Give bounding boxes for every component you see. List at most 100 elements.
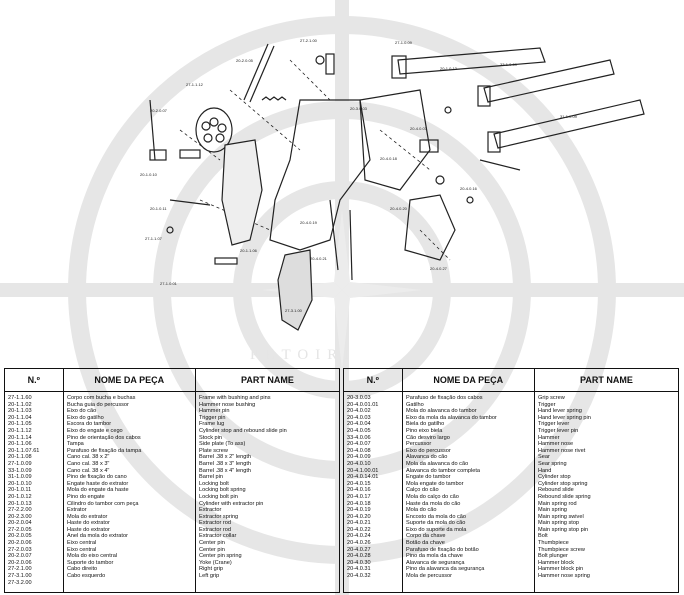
table-cell: 20-1.0.12 [8,493,32,500]
svg-text:20-3.0.03: 20-3.0.03 [350,106,368,111]
table-cell: 20-2.0.06 [8,540,32,547]
table-cell: Cão desviro largo [406,434,450,441]
svg-text:20-4.0.19: 20-4.0.19 [300,220,318,225]
table-cell: 20-1.1.14 [8,434,32,441]
table-cell: 20-4.0.17 [347,493,371,500]
svg-text:27-1.1.12: 27-1.1.12 [186,82,204,87]
svg-text:20-2.0.05: 20-2.0.05 [236,58,254,63]
table-cell: 20-2.3.00 [8,513,32,520]
table-cell: Eixo central [67,546,97,553]
table-cell: Hammer nose bushing [199,401,256,408]
svg-text:20-4.0.16: 20-4.0.16 [460,186,478,191]
table-cell: 20-4.1.00.01 [347,467,379,474]
table-cell: 20-2.0.04 [8,520,32,527]
table-cell: Trigger lever pin [538,427,579,434]
table-cell: 20-1.1.05 [8,421,32,428]
table-cell: Parafuso de fixação dos cabos [406,395,483,401]
table-cell: Bolt [538,533,548,540]
table-cell: Suporte da mola do cão [406,520,466,527]
table-cell: Eixo do engate e cego [67,427,123,434]
table-cell: 20-4.0.28 [347,553,371,560]
svg-text:20-1.0.12: 20-1.0.12 [440,66,458,71]
table-cell: Mola da alavanca do cão [406,460,469,467]
table-cell: Barrel .38 x 4" length [199,467,252,474]
table-cell: 20-4.0.32 [347,573,371,580]
svg-text:31-1.0.09: 31-1.0.09 [560,114,578,119]
table-cell: Hammer block [538,559,575,566]
table-cell: Stock pin [199,434,223,441]
table-cell: Tampa [67,441,84,448]
table-cell: Hammer nose spring [538,573,590,580]
table-cell: Mola do eixo central [67,553,118,560]
table-cell: 20-1.1.02 [8,401,32,408]
table-cell: Alavanca do cão [406,454,448,461]
table-cell: Trigger lever [538,421,570,428]
table-cell: 20-1.1.04 [8,414,32,421]
table-cell: Hand lever spring pin [538,414,591,421]
svg-text:20-1.0.10: 20-1.0.10 [140,172,158,177]
table-cell: 33-4.0.06 [347,434,371,441]
table-cell: Cylinder with extractor pin [199,500,264,507]
table-cell [199,580,337,587]
table-cell: Eixo da mola da alavanca do tambor [406,414,497,421]
table-cell: Parafuso de fixação da tampa [67,447,142,454]
table-cell: 20-4.0.02 [347,408,371,415]
table-cell: Mola do alavanca do tambor [406,408,477,415]
table-cell: 33-1.0.09 [8,467,32,474]
table-cell: Cabo esquerdo [67,573,106,580]
table-cell: 20-2.0.05 [8,533,32,540]
table-cell: Pino do engate [67,493,105,500]
table-cell: 20-2.0.06 [8,559,32,566]
col-header-number: N.º [27,375,40,385]
parts-table-right-header: N.º NOME DA PEÇA PART NAME [344,369,678,392]
table-cell: Side plate (To ass) [199,441,246,448]
table-cell: 20-4.0.04 [347,421,371,428]
table-cell: 20-1.1.06 [8,441,32,448]
table-cell: 20-1.1.08 [8,454,32,461]
table-cell: 20-4.0.21 [347,520,371,527]
table-cell: Alavanca de segurança [406,559,465,566]
table-cell: 20-4.0.15 [347,480,371,487]
table-cell: Center pin spring [199,553,242,560]
table-cell: Cylinder stop [538,474,571,481]
table-cell: Hand lever spring [538,408,582,415]
table-cell: Hammer block pin [538,566,584,573]
table-cell: Pino de fixação do cano [67,474,127,481]
table-cell: Main spring [538,507,567,514]
col-header-name-pt: NOME DA PEÇA [62,369,195,391]
table-cell: 20-4.0.18 [347,500,371,507]
table-cell: 20-4.0.19 [347,507,371,514]
table-cell: Extrator [67,507,87,514]
table-cell: Engate do tambor [406,474,451,481]
svg-text:20-2.0.07: 20-2.0.07 [150,108,168,113]
table-cell: 20-4.0.20 [347,513,371,520]
table-cell: Corpo com bucha e buchas [67,395,136,401]
table-cell: Main spring rod [538,500,577,507]
table-cell: Center pin [199,540,225,547]
table-cell: 20-4.0.08 [347,447,371,454]
table-cell: 27-3.2.00 [8,579,32,586]
table-cell: Suporte do tambor [67,559,114,566]
table-cell: 27-3.1.00 [8,573,32,580]
table-cell: Cabo direito [67,566,98,573]
table-cell: 27-2.0.05 [8,526,32,533]
table-cell: Frame lug [199,421,225,428]
table-cell: Cano cal. 38 x 3" [67,460,110,467]
table-cell: Pino eixo biela [406,427,443,434]
table-cell: Eixo do suporte da mola [406,526,467,533]
table-cell: 20-4.0.27 [347,546,371,553]
table-cell: Center pin [199,546,225,553]
svg-text:27-1.0.01: 27-1.0.01 [160,281,178,286]
table-cell: Corpo da chave [406,533,446,540]
table-cell: Eixo do gatilho [67,414,104,421]
table-cell: Cilindro do tambor com peça [67,500,139,507]
table-cell: 20-4.0.05 [347,427,371,434]
table-cell: Cylinder stop and rebound slide pin [199,427,287,434]
table-cell: 27-1.1.60 [8,395,32,401]
svg-text:27-3.1.00: 27-3.1.00 [285,308,303,313]
table-cell: 27-2.2.00 [8,507,32,514]
